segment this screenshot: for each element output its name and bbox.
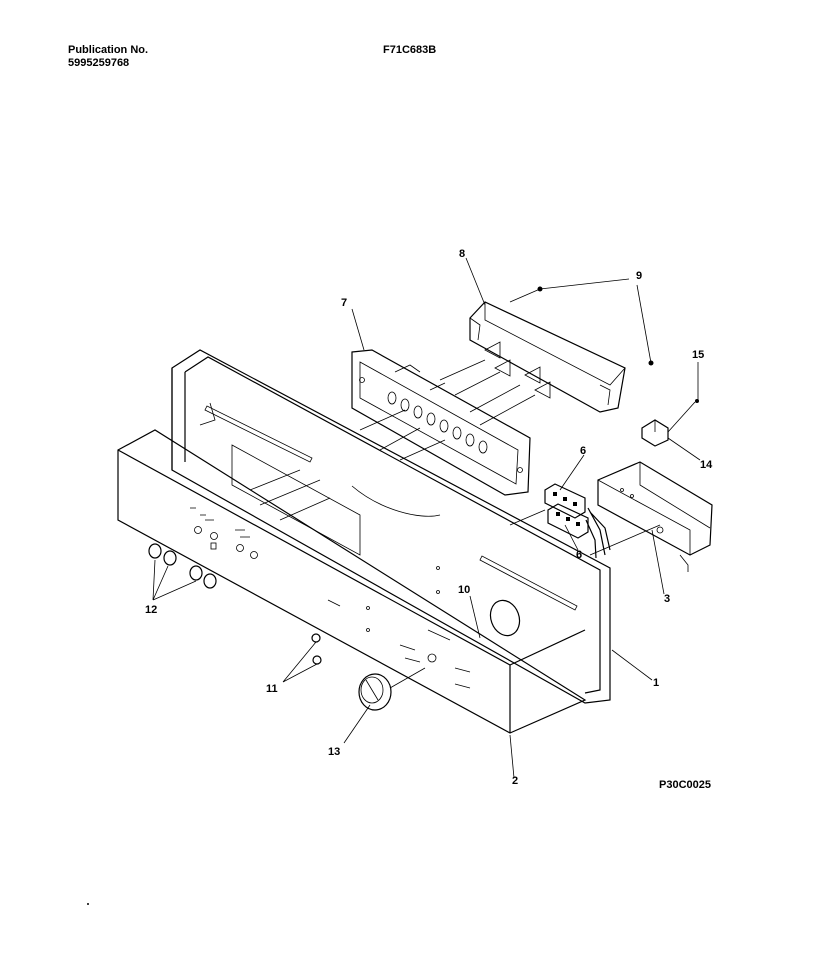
callout-11: 11 <box>266 683 278 695</box>
callout-7: 7 <box>341 297 347 309</box>
screws <box>509 286 654 366</box>
model-number: F71C683B <box>383 44 437 56</box>
console-frame <box>171 349 611 704</box>
callout-12: 12 <box>145 604 157 616</box>
callout-2: 2 <box>512 775 518 787</box>
callout-13: 13 <box>328 746 340 758</box>
callout-10: 10 <box>458 584 470 596</box>
terminal-blocks <box>544 483 611 559</box>
control-module <box>597 461 713 572</box>
display-bracket <box>351 349 531 496</box>
rotary-knob <box>358 667 426 711</box>
led-lenses <box>311 633 322 665</box>
callout-3: 3 <box>664 593 670 605</box>
publication-number: 5995259768 <box>68 57 130 69</box>
mounting-clip <box>641 399 699 447</box>
board-bracket <box>469 301 626 413</box>
callout-6-upper: 6 <box>580 445 586 457</box>
drawing-code: P30C0025 <box>659 779 711 791</box>
guide-lines <box>249 359 661 556</box>
callout-8: 8 <box>459 248 465 260</box>
publication-label: Publication No. <box>68 44 149 56</box>
leader-lines <box>152 257 701 779</box>
control-panel <box>117 429 587 734</box>
callout-6-lower: 6 <box>576 549 582 561</box>
callout-14: 14 <box>700 459 713 471</box>
button-knobs <box>148 543 217 589</box>
callout-9: 9 <box>636 270 642 282</box>
callout-1: 1 <box>653 677 659 689</box>
callout-15: 15 <box>692 349 704 361</box>
